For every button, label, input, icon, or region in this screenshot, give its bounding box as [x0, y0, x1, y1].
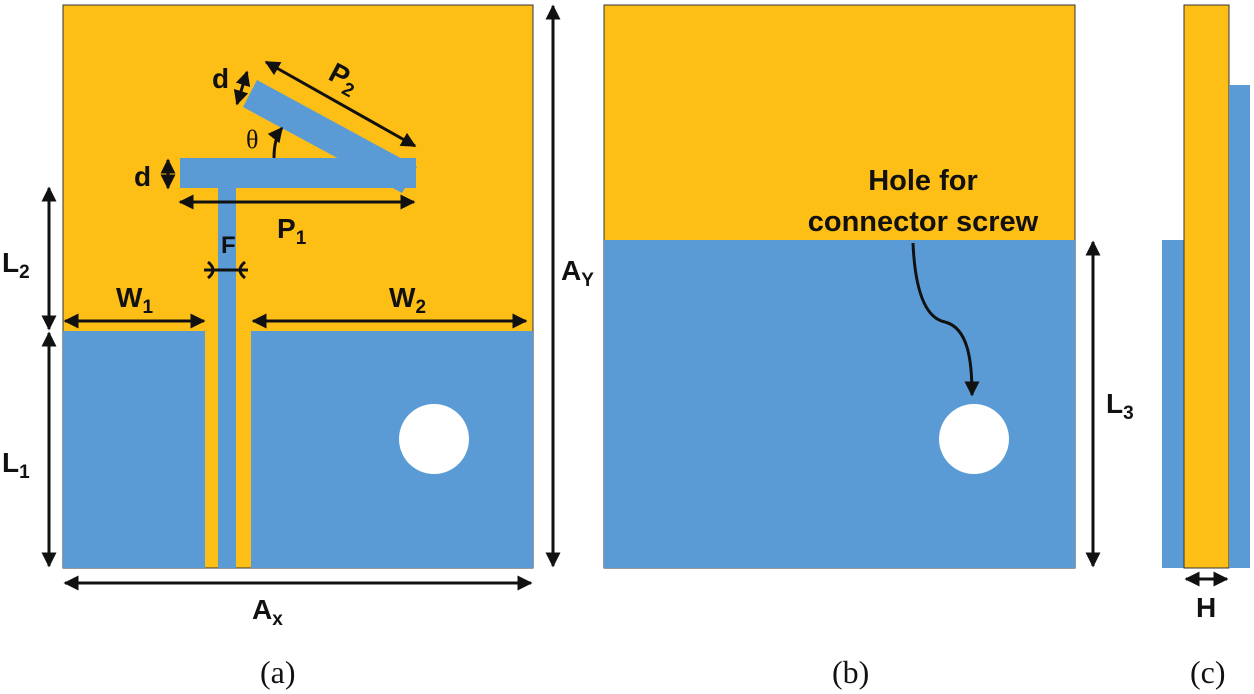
label-hole-line1: Hole for	[868, 165, 978, 197]
panel-b-back-view: Hole for connector screw L3 (b)	[603, 4, 1134, 690]
panel-a-front-view: d P2 θ d P1 F L2 W1 W2 L1 AY	[2, 4, 594, 690]
caption-c: (c)	[1190, 654, 1226, 690]
connector-hole-a	[399, 404, 469, 474]
label-d-p2: d	[212, 63, 229, 94]
panel-c-side-view: H (c)	[1162, 4, 1250, 690]
ground-plane-right	[251, 331, 533, 568]
hole-pointer	[911, 242, 980, 397]
feed-line	[218, 188, 236, 568]
label-w1: W1	[116, 282, 153, 318]
label-ay: AY	[561, 255, 594, 291]
dim-p2	[264, 60, 417, 148]
label-w2: W2	[389, 282, 426, 318]
label-hole-line2: connector screw	[808, 206, 1039, 238]
caption-a: (a)	[260, 654, 296, 690]
side-substrate	[1183, 4, 1230, 569]
label-p1: P1	[277, 213, 307, 249]
dim-f-tick-right	[238, 260, 246, 280]
theta-arc	[267, 126, 284, 159]
label-ax: Ax	[252, 594, 283, 630]
dim-d-p2	[233, 70, 251, 106]
side-metal-left	[1162, 240, 1184, 568]
label-l3: L3	[1106, 388, 1134, 424]
label-l2: L2	[2, 247, 30, 283]
side-metal-right	[1229, 85, 1250, 568]
label-f: F	[221, 232, 236, 259]
connector-hole-b	[939, 404, 1009, 474]
back-ground-plane	[604, 240, 1075, 568]
ground-plane-left	[63, 331, 205, 568]
caption-b: (b)	[832, 654, 869, 690]
label-theta: θ	[246, 125, 258, 154]
label-l1: L1	[2, 447, 30, 483]
dim-f-tick-left	[207, 260, 215, 280]
label-h: H	[1196, 592, 1216, 623]
label-d-left: d	[134, 161, 151, 192]
